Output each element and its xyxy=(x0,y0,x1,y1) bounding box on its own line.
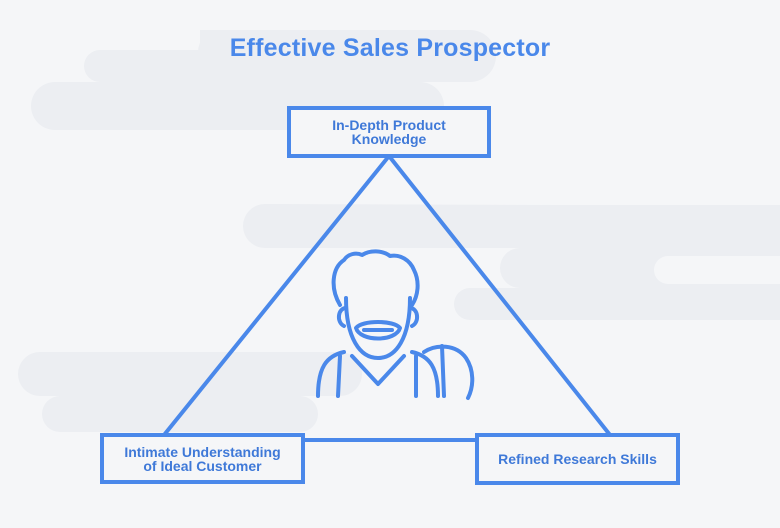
triangle-connector xyxy=(155,152,619,442)
node-research-skills: Refined Research Skills xyxy=(475,433,680,485)
node-product-knowledge: In-Depth Product Knowledge xyxy=(287,106,491,158)
node-label-line: In-Depth Product xyxy=(332,117,446,133)
node-ideal-customer: Intimate Understanding of Ideal Customer xyxy=(100,433,305,484)
node-label-line: Knowledge xyxy=(351,131,427,147)
node-label-line: Refined Research Skills xyxy=(498,451,657,467)
node-label-line: Intimate Understanding xyxy=(124,443,281,460)
miner-with-pickaxe-icon xyxy=(316,249,475,400)
node-label-line: of Ideal Customer xyxy=(143,457,262,474)
diagram-title: Effective Sales Prospector xyxy=(229,34,551,62)
background-clouds xyxy=(18,30,780,432)
